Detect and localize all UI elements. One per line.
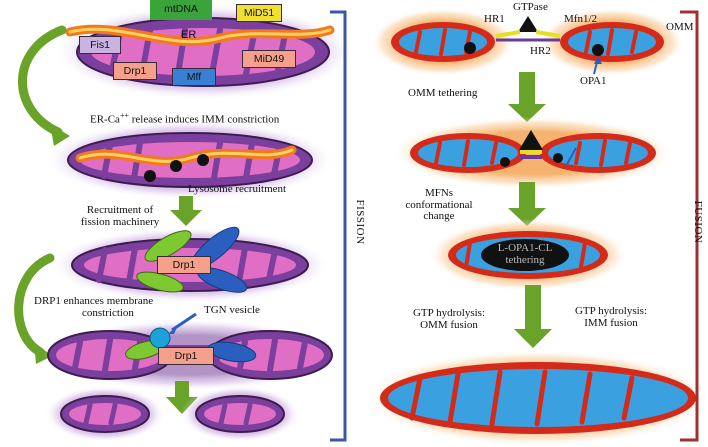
omm-tethering-text: OMM tethering	[408, 87, 478, 99]
mid51-label: MiD51	[236, 4, 282, 22]
curved-arrow-1	[18, 25, 67, 137]
er-release-sup: ++	[119, 111, 129, 120]
fusion-mito-1	[371, 8, 684, 76]
fission-section-label: FISSION	[354, 199, 366, 245]
tgn-vesicle	[149, 327, 171, 349]
gtp-imm-text: GTP hydrolysis: IMM fusion	[566, 305, 656, 329]
fusion-mito-4	[366, 350, 708, 446]
fis1-label: Fis1	[79, 36, 121, 54]
mfns-line1: MFNs	[424, 187, 454, 199]
lopa1-line2: tethering	[505, 253, 545, 266]
fusion-bracket	[680, 10, 699, 442]
drp1-enhances-line2: constriction	[82, 306, 134, 319]
lysosome-text: Lysosome recruitment	[188, 183, 287, 195]
tgn-vesicle-text: TGN vesicle	[204, 304, 260, 316]
gtp-omm-line1: GTP hydrolysis:	[412, 307, 485, 319]
recruitment-line2: fission machinery	[80, 215, 160, 228]
drp1-enhances-line1: DRP1 enhances membrane	[34, 295, 154, 307]
hr1-label: HR1	[484, 13, 505, 25]
mfn-label: Mfn1/2	[564, 13, 597, 25]
gtp-imm-line1: GTP hydrolysis:	[574, 305, 647, 317]
gtp-omm-text: GTP hydrolysis: OMM fusion	[404, 307, 494, 331]
mfns-text: MFNs conformational change	[404, 187, 474, 223]
lopa1-cl-complex	[481, 239, 569, 271]
recruitment-text: Recruitment of fission machinery	[70, 204, 170, 228]
hr2-label: HR2	[530, 45, 551, 57]
fusion-mito-3	[428, 219, 628, 291]
drp1-top-label: Drp1	[113, 62, 157, 80]
er-release-rest: release induces IMM constriction	[128, 113, 280, 126]
drp1-low-label: Drp1	[158, 347, 214, 365]
er-release-text: ER-Ca++ release induces IMM constriction	[90, 111, 280, 126]
down-arrow-f1	[508, 72, 546, 122]
er-label: ER	[181, 29, 197, 41]
down-arrow-f3	[514, 285, 552, 348]
lopa1-line1: L-OPA1-CL	[497, 242, 553, 254]
mfns-line2: conformational	[405, 198, 473, 211]
lopa1-text: L-OPA1-CL tethering	[485, 242, 565, 266]
mid49-label: MiD49	[242, 50, 296, 68]
recruitment-line1: Recruitment of	[86, 204, 154, 216]
fission-bracket	[330, 10, 347, 442]
down-arrow-1	[170, 196, 202, 226]
gtp-omm-line2: OMM fusion	[420, 318, 478, 331]
drp1-enhances-text: DRP1 enhances membrane constriction	[34, 295, 154, 319]
gtpase-triangle	[518, 16, 538, 32]
mtdna-label: mtDNA	[150, 0, 212, 20]
mfns-line3: change	[423, 210, 455, 223]
fission-mito-5	[45, 386, 300, 442]
er-release-prefix: ER-Ca	[90, 113, 120, 126]
gtpase-label: GTPase	[513, 1, 548, 13]
curved-arrow-2	[14, 253, 55, 357]
mff-label: Mff	[172, 68, 216, 86]
lysosome-dot	[144, 170, 156, 182]
omm-label: OMM	[666, 21, 694, 33]
drp1-mid-label: Drp1	[157, 256, 211, 274]
gtp-imm-line2: IMM fusion	[584, 316, 638, 329]
opa1-label: OPA1	[580, 75, 607, 87]
fusion-section-label: FUSION	[692, 200, 704, 244]
down-arrow-f2	[508, 182, 546, 226]
